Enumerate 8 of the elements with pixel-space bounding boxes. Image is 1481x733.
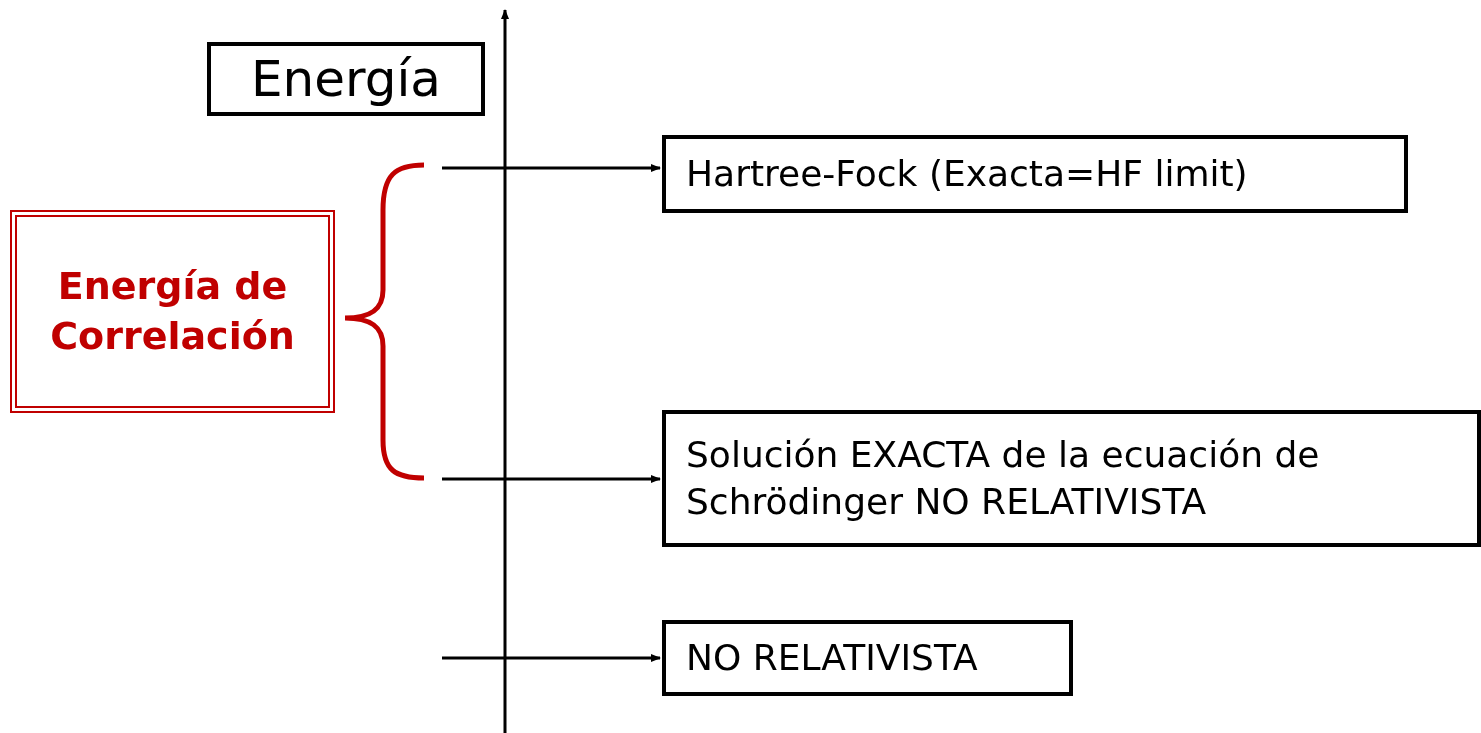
energy-level-box: Hartree-Fock (Exacta=HF limit) bbox=[662, 135, 1408, 213]
arrow bbox=[442, 475, 661, 483]
arrow bbox=[442, 164, 661, 172]
correlation-energy-box: Energía de Correlación bbox=[10, 210, 335, 413]
arrow bbox=[442, 654, 661, 662]
energy-level-box: Solución EXACTA de la ecuación de Schrödinger NO RELATIVISTA bbox=[662, 410, 1481, 547]
axis-label-box: Energía bbox=[207, 42, 485, 116]
energy-level-box: NO RELATIVISTA bbox=[662, 620, 1073, 696]
